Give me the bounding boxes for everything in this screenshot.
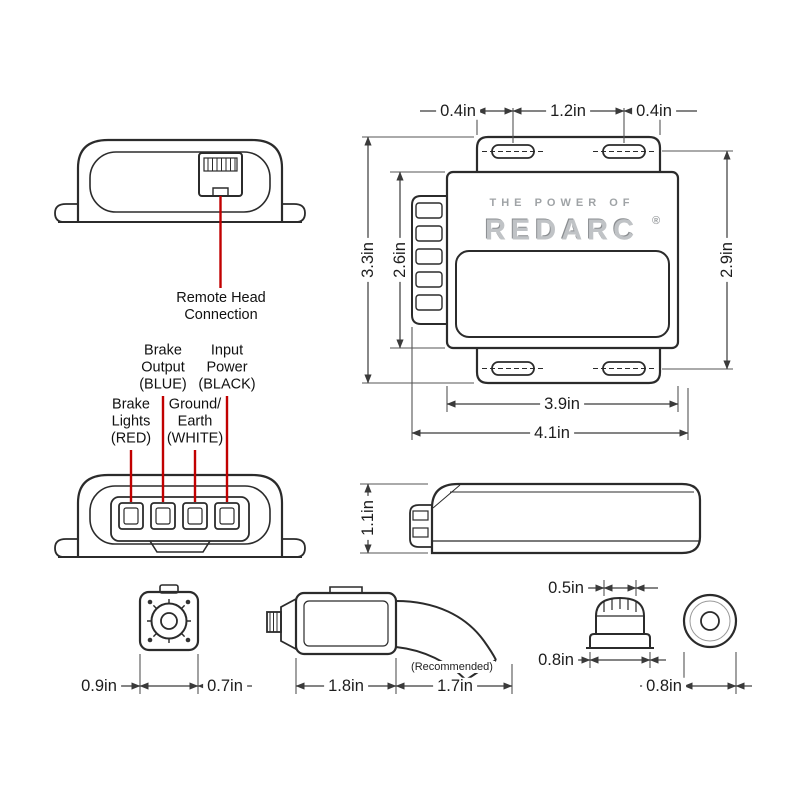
latch-tab (149, 540, 211, 553)
bottom-view-drawing (54, 396, 306, 558)
dim-top-tab-left: 0.4in (436, 103, 480, 120)
knob-drawing (586, 596, 654, 649)
front-view-drawing (54, 138, 306, 288)
callout-ground-earth: Ground/ Earth (WHITE) (166, 396, 224, 447)
callout-remote-head: Remote Head Connection (176, 289, 266, 323)
top-view-drawing (411, 135, 680, 385)
dim-width-overall: 4.1in (530, 425, 574, 442)
dim-connector-depth: 0.7in (203, 678, 247, 695)
registered-mark: ® (651, 215, 661, 227)
dim-clearance-note: (Recommended) (409, 661, 495, 673)
brand-logo-text: REDARC (484, 214, 640, 247)
rj45-port-icon (198, 152, 243, 197)
dim-height-overall: 3.3in (359, 238, 377, 282)
plug-cable-drawing (266, 586, 497, 681)
grommet-circle-drawing (682, 593, 738, 649)
dim-width-body: 3.9in (540, 396, 584, 413)
callout-brake-lights: Brake Lights (RED) (110, 396, 152, 447)
dim-top-center: 1.2in (546, 103, 590, 120)
wiring-connector-sockets (118, 502, 240, 530)
dim-height-body: 2.6in (391, 238, 409, 282)
dim-clearance: 1.7in (433, 678, 477, 695)
connector-front-drawing (138, 584, 200, 652)
label-recess (455, 250, 670, 338)
side-view-drawing (409, 482, 702, 555)
dim-top-tab-right: 0.4in (632, 103, 676, 120)
dim-side-height: 1.1in (359, 496, 377, 540)
dim-knob-base: 0.8in (534, 652, 578, 669)
callout-input-power: Input Power (BLACK) (198, 342, 256, 393)
dim-grommet-diameter: 0.8in (642, 678, 686, 695)
dim-connector-width: 0.9in (77, 678, 121, 695)
callout-brake-output: Brake Output (BLUE) (139, 342, 187, 393)
brand-tagline: THE POWER OF (489, 197, 635, 209)
dim-slot-span: 2.9in (718, 238, 736, 282)
dim-knob-top: 0.5in (544, 580, 588, 597)
wiring-leader-lines (129, 396, 229, 502)
connector-block (411, 195, 447, 325)
dim-plug-length: 1.8in (324, 678, 368, 695)
